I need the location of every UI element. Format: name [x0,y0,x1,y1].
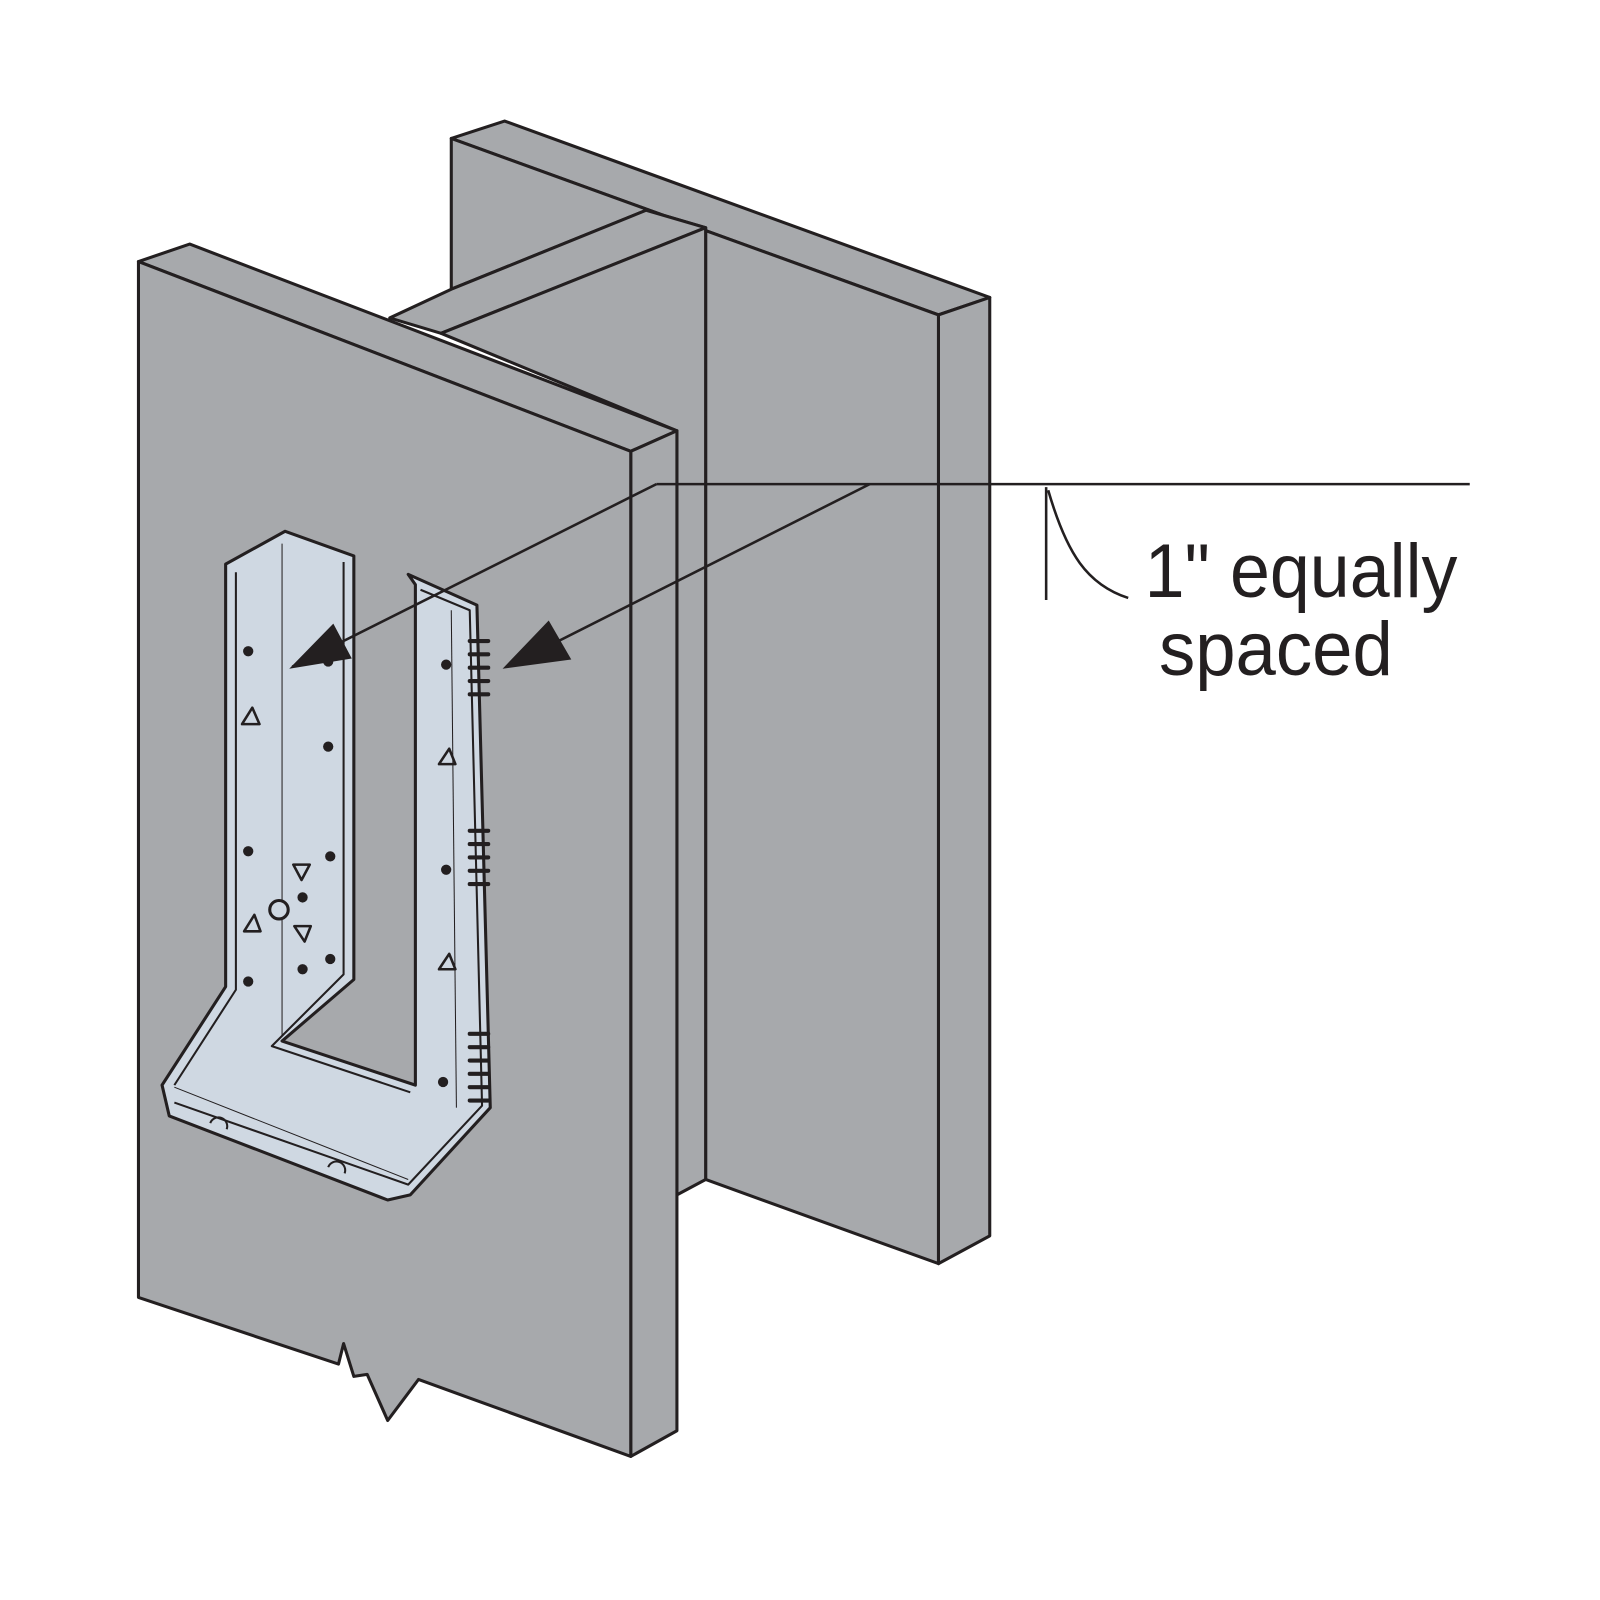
dome-teeth [467,638,491,1103]
triangle-holes [240,706,457,971]
front-flange-face [136,259,633,1458]
arrowhead-left-icon [289,623,352,669]
arrowhead-right-icon [502,620,572,669]
callout-leader [291,482,1470,668]
callout-line1: 1" equally [1145,529,1458,614]
back-flange-side [936,295,992,1266]
web-top [388,208,708,335]
callout-line2: spaced [1159,607,1393,692]
